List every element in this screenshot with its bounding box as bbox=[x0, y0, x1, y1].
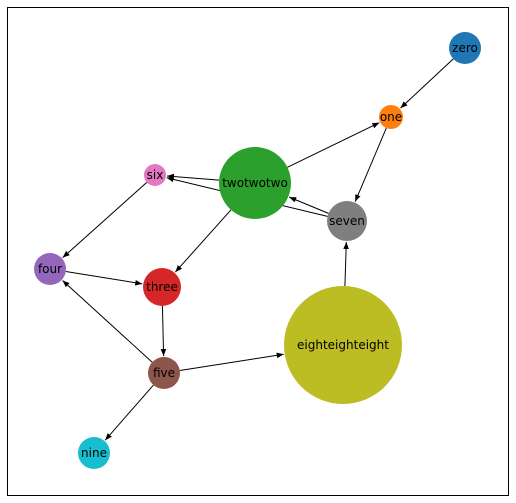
node-circle-one bbox=[379, 105, 403, 129]
node-circle-five bbox=[148, 357, 180, 389]
node-circle-three bbox=[143, 268, 181, 306]
node-five: five bbox=[148, 357, 180, 389]
node-twotwotwo: twotwotwo bbox=[219, 147, 291, 219]
node-label-four: four bbox=[38, 262, 62, 276]
node-label-six: six bbox=[147, 168, 164, 182]
node-three: three bbox=[143, 268, 181, 306]
plot-frame bbox=[7, 7, 509, 496]
node-label-three: three bbox=[146, 280, 178, 294]
node-label-five: five bbox=[153, 366, 175, 380]
node-eighteighteight: eighteighteight bbox=[284, 286, 402, 404]
node-seven: seven bbox=[327, 201, 367, 241]
node-label-seven: seven bbox=[329, 214, 365, 228]
node-circle-seven bbox=[327, 201, 367, 241]
edge-one-to-seven bbox=[354, 127, 387, 202]
edge-zero-to-one bbox=[400, 58, 454, 109]
edge-five-to-nine bbox=[104, 384, 154, 441]
node-six: six bbox=[144, 164, 166, 186]
node-circle-twotwotwo bbox=[219, 147, 291, 219]
edge-seven-to-twotwotwo bbox=[289, 196, 329, 214]
edge-eighteighteight-to-seven bbox=[343, 241, 349, 287]
node-circle-zero bbox=[449, 32, 481, 64]
edge-four-to-three bbox=[65, 271, 143, 286]
node-zero: zero bbox=[449, 32, 481, 64]
node-label-nine: nine bbox=[81, 446, 107, 460]
edge-three-to-five bbox=[160, 305, 167, 357]
nodes-layer: zero one twotwotwo three four five six seven eig… bbox=[34, 32, 481, 469]
edge-twotwotwo-to-one bbox=[287, 122, 380, 168]
node-nine: nine bbox=[78, 437, 110, 469]
edge-twotwotwo-to-three bbox=[174, 209, 232, 273]
node-circle-four bbox=[34, 253, 66, 285]
edge-five-to-four bbox=[62, 280, 153, 363]
node-label-zero: zero bbox=[452, 41, 478, 55]
node-one: one bbox=[379, 105, 403, 129]
edges-layer bbox=[62, 58, 454, 441]
node-four: four bbox=[34, 253, 66, 285]
node-label-eighteighteight: eighteighteight bbox=[297, 338, 389, 352]
node-label-one: one bbox=[380, 110, 402, 124]
node-circle-six bbox=[144, 164, 166, 186]
node-circle-eighteighteight bbox=[284, 286, 402, 404]
edge-six-to-four bbox=[62, 181, 148, 259]
node-label-twotwotwo: twotwotwo bbox=[222, 176, 288, 190]
edge-five-to-eighteighteight bbox=[179, 352, 284, 372]
node-circle-nine bbox=[78, 437, 110, 469]
edge-twotwotwo-to-six bbox=[166, 173, 220, 181]
